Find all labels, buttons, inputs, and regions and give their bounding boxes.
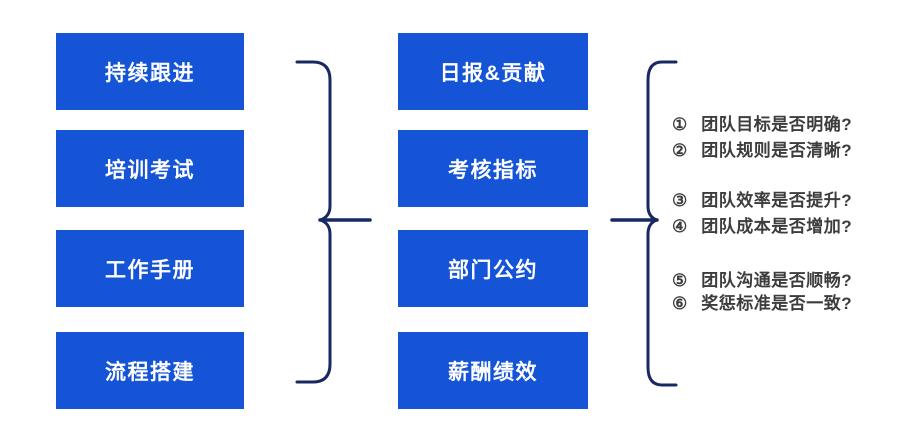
question-text: 团队成本是否增加? bbox=[701, 216, 853, 236]
middle-box-1: 日报&贡献 bbox=[398, 33, 588, 110]
question-number: ② bbox=[672, 140, 688, 160]
question-item-6: ⑥ 奖惩标准是否一致? bbox=[672, 290, 852, 316]
question-item-2: ② 团队规则是否清晰? bbox=[672, 137, 852, 163]
question-number: ⑤ bbox=[672, 270, 688, 290]
middle-box-2: 考核指标 bbox=[398, 130, 588, 207]
question-text: 团队目标是否明确? bbox=[701, 114, 853, 134]
middle-box-3: 部门公约 bbox=[398, 230, 588, 307]
question-text: 团队效率是否提升? bbox=[701, 190, 853, 210]
question-text: 奖惩标准是否一致? bbox=[701, 293, 853, 313]
question-number: ① bbox=[672, 114, 688, 134]
question-item-5: ⑤ 团队沟通是否顺畅? bbox=[672, 267, 852, 293]
left-box-4: 流程搭建 bbox=[56, 332, 244, 409]
question-item-3: ③ 团队效率是否提升? bbox=[672, 187, 852, 213]
left-box-2: 培训考试 bbox=[56, 130, 244, 207]
question-text: 团队沟通是否顺畅? bbox=[701, 270, 853, 290]
question-number: ③ bbox=[672, 190, 688, 210]
middle-box-4: 薪酬绩效 bbox=[398, 332, 588, 409]
question-number: ④ bbox=[672, 216, 688, 236]
question-item-4: ④ 团队成本是否增加? bbox=[672, 213, 852, 239]
question-item-1: ① 团队目标是否明确? bbox=[672, 111, 852, 137]
question-text: 团队规则是否清晰? bbox=[701, 140, 853, 160]
right-curly-brace-icon bbox=[295, 60, 332, 384]
left-box-1: 持续跟进 bbox=[56, 33, 244, 110]
left-box-3: 工作手册 bbox=[56, 230, 244, 307]
question-number: ⑥ bbox=[672, 293, 688, 313]
